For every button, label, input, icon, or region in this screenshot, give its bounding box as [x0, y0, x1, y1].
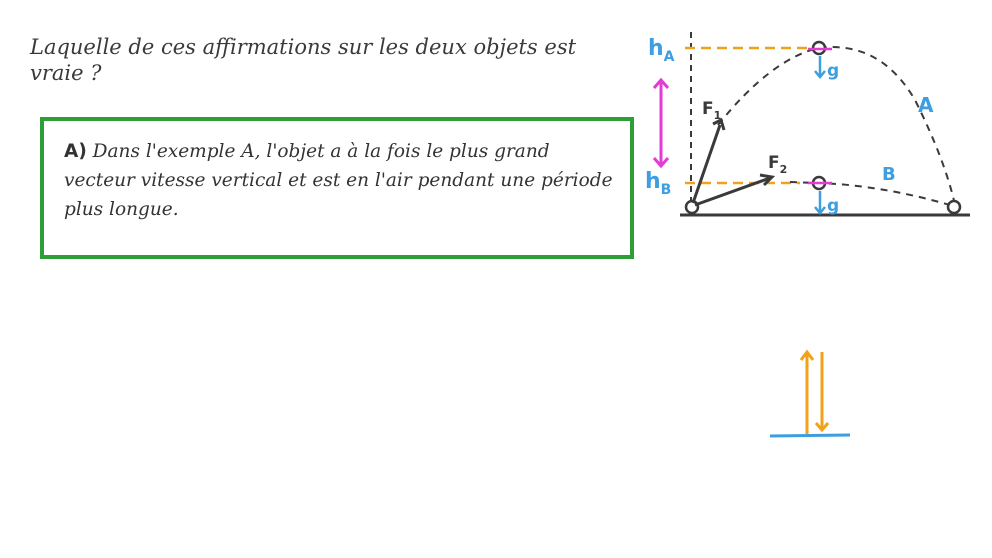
force-vector-f2 [694, 176, 771, 207]
svg-text:hA: hA [648, 36, 675, 65]
landing-point [946, 199, 962, 215]
label-h-b: h [645, 169, 661, 194]
small-ground-line [769, 433, 851, 438]
label-trajectory-b: B [882, 164, 896, 185]
answer-text: Dans l'exemple A, l'objet a à la fois le… [64, 141, 613, 220]
label-h-a: h [648, 36, 664, 61]
answer-letter: A) [64, 141, 87, 162]
label-trajectory-a: A [918, 93, 934, 117]
answer-option-a[interactable]: A) Dans l'exemple A, l'objet a à la fois… [40, 117, 634, 259]
label-g-bottom: g [827, 196, 839, 216]
force-vector-f1 [691, 124, 722, 204]
question-text: Laquelle de ces affirmations sur les deu… [30, 35, 577, 85]
label-f1: F [702, 99, 714, 119]
svg-text:F2: F2 [768, 153, 787, 176]
trajectory-a [717, 46, 956, 206]
trajectory-b [789, 181, 951, 206]
launch-point [684, 199, 700, 215]
label-g-top: g [827, 61, 839, 81]
svg-text:hB: hB [645, 169, 671, 198]
label-f2: F [768, 153, 780, 173]
svg-text:F1: F1 [702, 99, 721, 122]
